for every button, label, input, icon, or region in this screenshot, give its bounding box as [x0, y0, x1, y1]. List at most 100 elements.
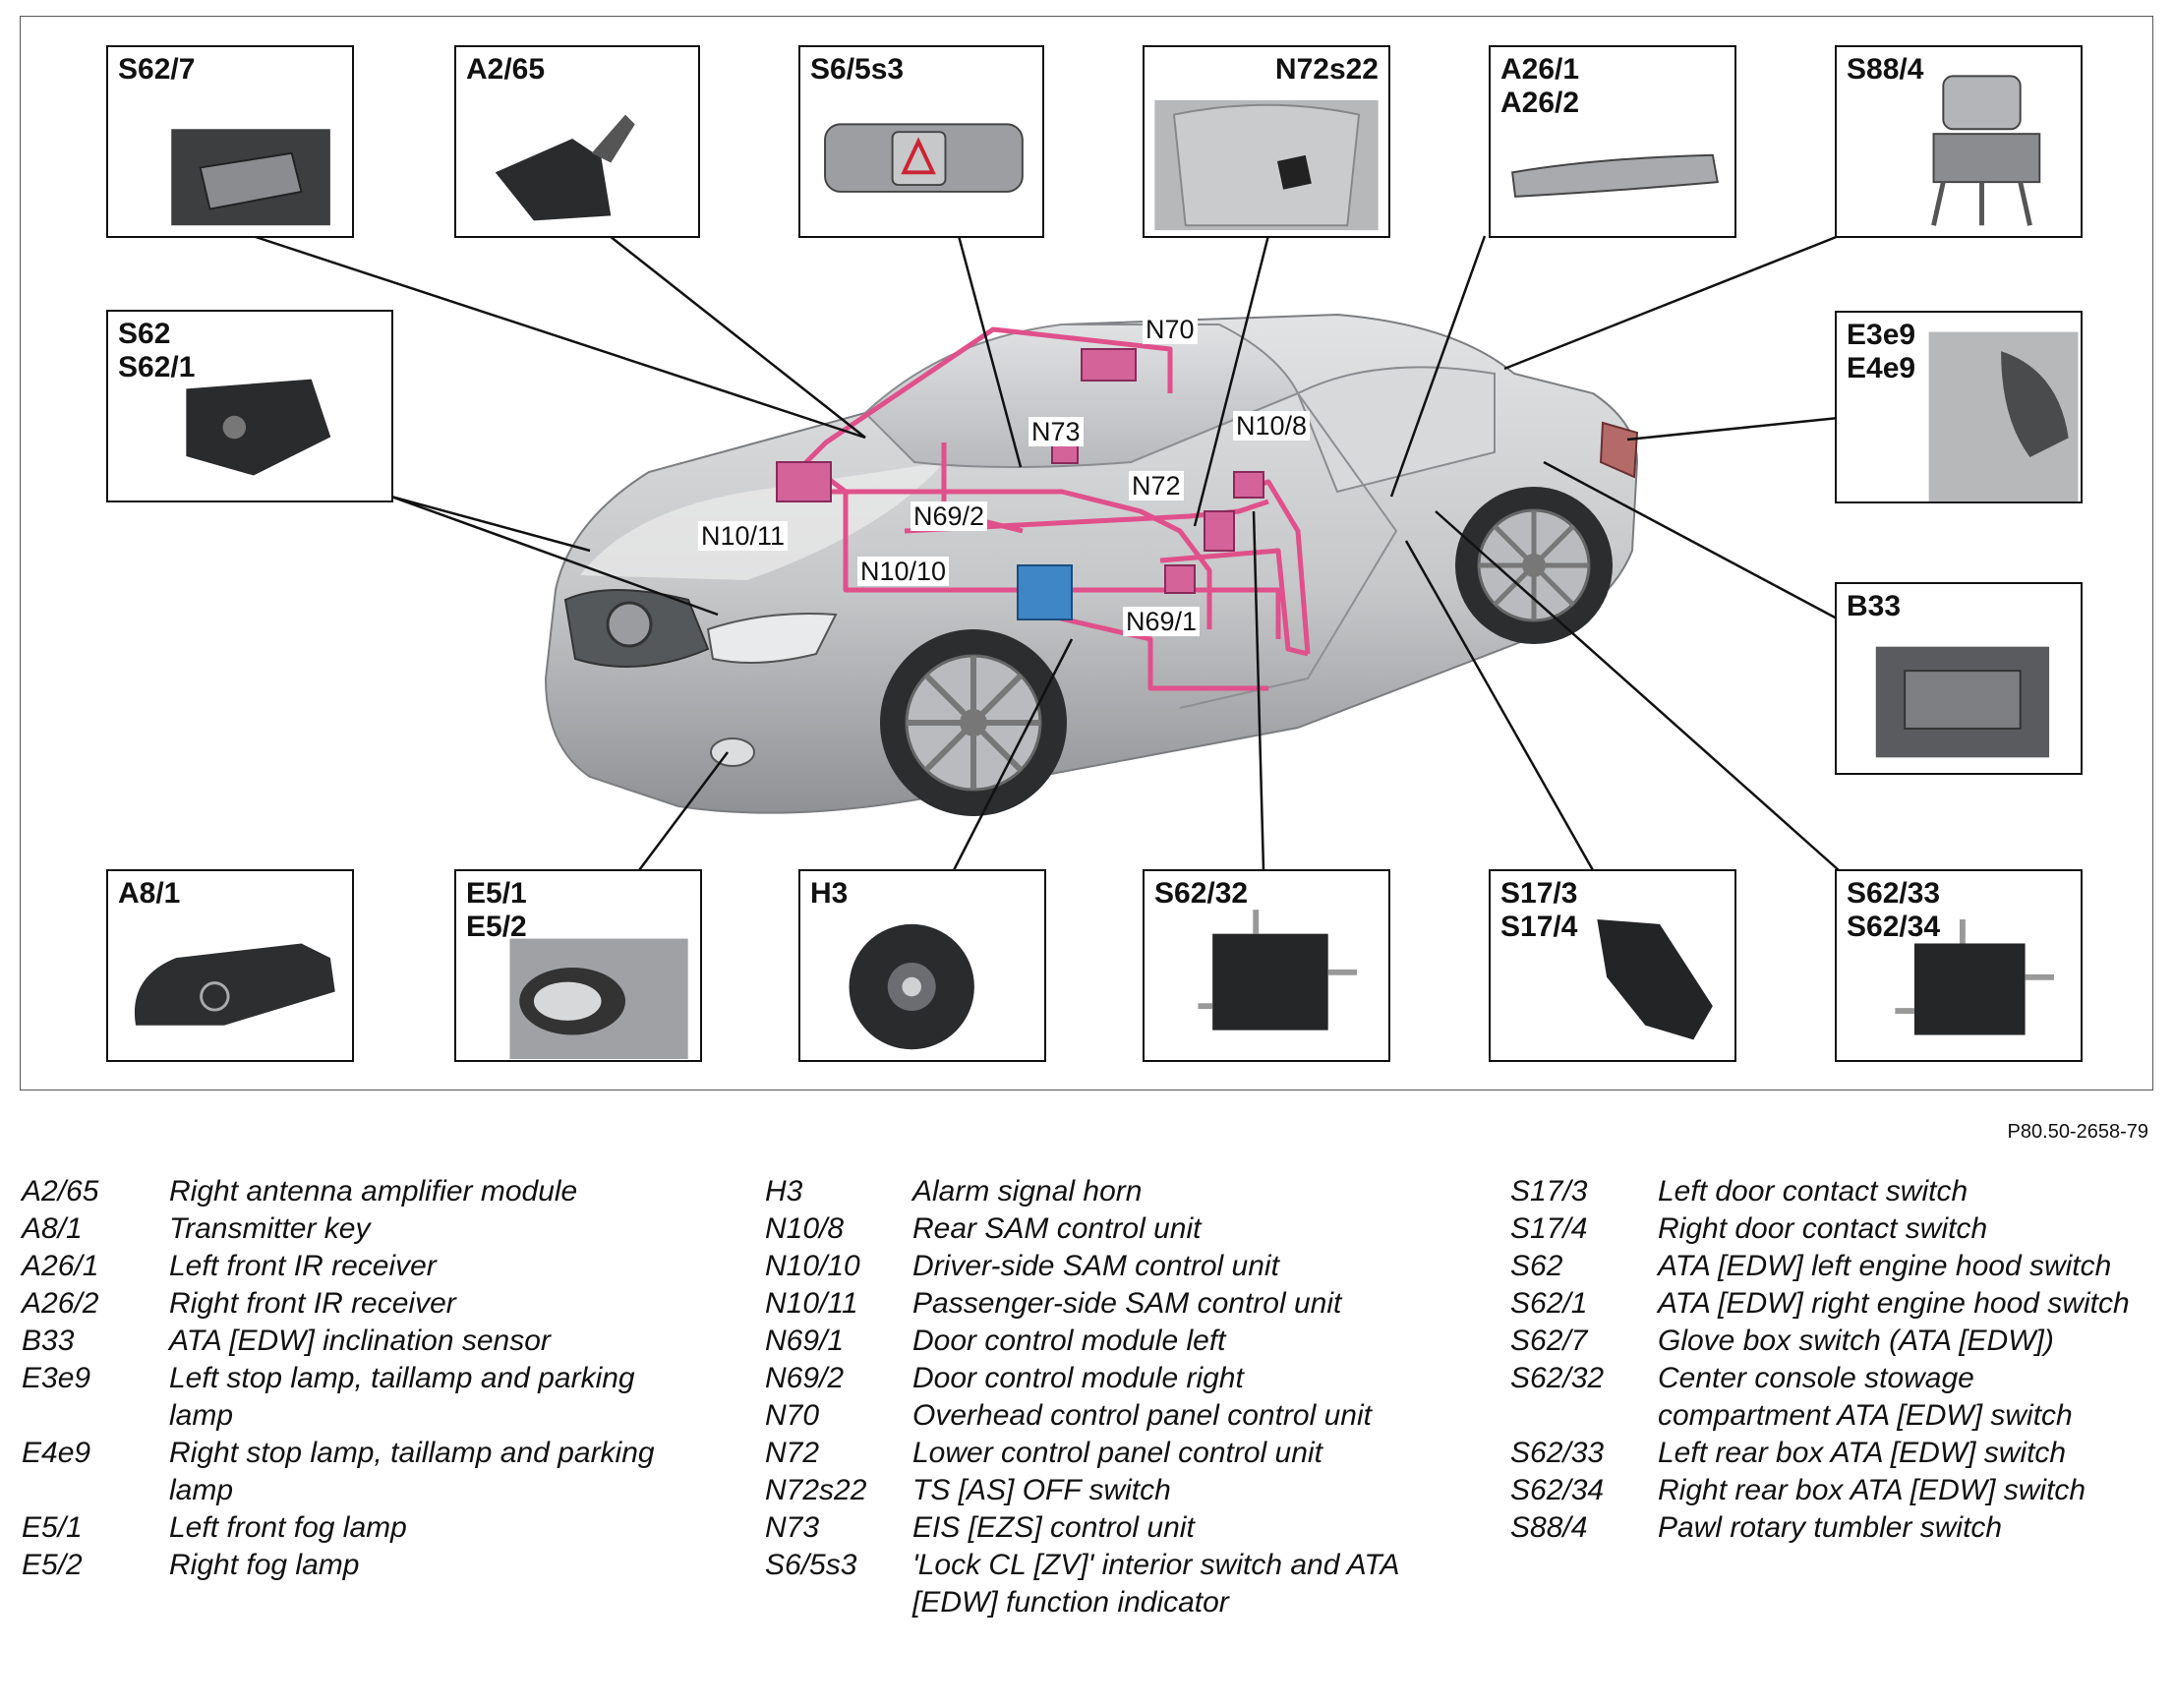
callout-n10-8: N10/8 [1233, 411, 1311, 441]
legend-code: B33 [22, 1325, 75, 1357]
component-box-s17: S17/3 S17/4 [1489, 869, 1736, 1062]
callout-n70: N70 [1143, 315, 1198, 344]
rear-wheel [1455, 487, 1613, 644]
legend-description: 'Lock CL [ZV]' interior switch and ATA [… [912, 1549, 1399, 1619]
legend-row: N72s22 TS [AS] OFF switch [765, 1472, 1443, 1509]
legend-code: A26/2 [22, 1287, 99, 1320]
alarm-horn-image [849, 923, 974, 1050]
legend-description: Transmitter key [169, 1212, 371, 1245]
inclination-sensor-image [1875, 646, 2050, 758]
engine-hood-switch-image [186, 379, 331, 476]
legend-code: S62/32 [1510, 1362, 1605, 1394]
legend-row: A26/1 Left front IR receiver [22, 1248, 730, 1285]
pawl-switch-image [1931, 75, 2041, 226]
legend-description: ATA [EDW] right engine hood switch [1658, 1287, 2130, 1320]
interior-switch-image [824, 123, 1024, 193]
legend-description: Left rear box ATA [EDW] switch [1658, 1437, 2067, 1469]
leader-lines [252, 196, 1840, 871]
box-label: S62 S62/1 [118, 318, 196, 383]
component-box-n72s22: N72s22 [1143, 45, 1390, 238]
legend-description: Right door contact switch [1658, 1212, 1988, 1245]
legend-row: S62/32 Center console stowage compartment… [1510, 1360, 2159, 1435]
legend-code: A26/1 [22, 1250, 99, 1282]
legend-description: Right front IR receiver [169, 1287, 456, 1320]
legend-code: S17/4 [1510, 1212, 1588, 1245]
legend-description: Pawl rotary tumbler switch [1658, 1511, 2003, 1544]
legend-code: S88/4 [1510, 1511, 1588, 1544]
legend-description: Alarm signal horn [912, 1175, 1143, 1207]
legend-description: TS [AS] OFF switch [912, 1474, 1171, 1506]
component-box-e3e9: E3e9 E4e9 [1835, 311, 2083, 503]
callout-n10-11: N10/11 [698, 521, 789, 551]
legend-code: N72s22 [765, 1474, 867, 1506]
legend-description: Left stop lamp, taillamp and parking lam… [169, 1362, 635, 1432]
legend-row: N73 EIS [EZS] control unit [765, 1509, 1443, 1547]
callout-n10-10: N10/10 [857, 557, 950, 586]
callout-n73: N73 [1028, 417, 1084, 446]
legend-code: A8/1 [22, 1212, 83, 1245]
legend-code: E5/1 [22, 1511, 83, 1544]
legend-description: Left door contact switch [1658, 1175, 1968, 1207]
legend-row: E5/1 Left front fog lamp [22, 1509, 730, 1547]
legend-description: Right antenna amplifier module [169, 1175, 578, 1207]
legend-description: Left front IR receiver [169, 1250, 437, 1282]
tail-lamp-image [1928, 331, 2079, 501]
legend-code: H3 [765, 1175, 803, 1207]
legend-description: Center console stowage compartment ATA [… [1658, 1362, 2073, 1432]
legend-description: Door control module left [912, 1325, 1226, 1357]
legend-code: N72 [765, 1437, 820, 1469]
component-box-e5: E5/1 E5/2 [454, 869, 702, 1062]
legend-code: A2/65 [22, 1175, 99, 1207]
box-label: S17/3 S17/4 [1500, 877, 1578, 943]
legend-description: Driver-side SAM control unit [912, 1250, 1279, 1282]
car-illustration [544, 313, 1639, 816]
box-label: S6/5s3 [810, 53, 905, 86]
box-label: B33 [1847, 590, 1902, 622]
legend-description: EIS [EZS] control unit [912, 1511, 1195, 1544]
legend-row: N72 Lower control panel control unit [765, 1435, 1443, 1472]
component-box-a26: A26/1 A26/2 [1489, 45, 1736, 238]
legend-description: Right stop lamp, taillamp and parking la… [169, 1437, 655, 1506]
glove-box-switch-image [171, 129, 330, 226]
legend-description: Overhead control panel control unit [912, 1399, 1372, 1432]
legend-row: N70 Overhead control panel control unit [765, 1397, 1443, 1435]
box-label: A2/65 [466, 53, 546, 86]
fog-lamp-image [509, 938, 688, 1060]
legend-row: S17/4 Right door contact switch [1510, 1210, 2159, 1248]
legend-description: Door control module right [912, 1362, 1244, 1394]
component-box-s62: S62 S62/1 [106, 310, 393, 502]
legend-row: S6/5s3'Lock CL [ZV]' interior switch and… [765, 1547, 1443, 1621]
legend-description: Left front fog lamp [169, 1511, 407, 1544]
box-label: S62/7 [118, 53, 196, 86]
legend-row: A26/2 Right front IR receiver [22, 1285, 730, 1323]
component-box-s6-5s3: S6/5s3 [798, 45, 1044, 238]
legend-description: Lower control panel control unit [912, 1437, 1322, 1469]
legend-code: N69/2 [765, 1362, 845, 1394]
legend-row: A8/1 Transmitter key [22, 1210, 730, 1248]
box-label: H3 [810, 877, 849, 910]
component-box-s62-7: S62/7 [106, 45, 354, 238]
transmitter-key-image [134, 943, 335, 1026]
legend-code: N73 [765, 1511, 820, 1544]
legend-code: S62 [1510, 1250, 1563, 1282]
component-box-a8-1: A8/1 [106, 869, 354, 1062]
box-label: E3e9 E4e9 [1847, 319, 1916, 384]
component-box-s62-33: S62/33 S62/34 [1835, 869, 2083, 1062]
box-label: S88/4 [1847, 53, 1924, 86]
door-contact-switch-image [1597, 918, 1713, 1040]
component-box-b33: B33 [1835, 582, 2083, 775]
component-box-s88-4: S88/4 [1835, 45, 2083, 238]
legend-code: N70 [765, 1399, 820, 1432]
legend-description: ATA [EDW] left engine hood switch [1658, 1250, 2112, 1282]
